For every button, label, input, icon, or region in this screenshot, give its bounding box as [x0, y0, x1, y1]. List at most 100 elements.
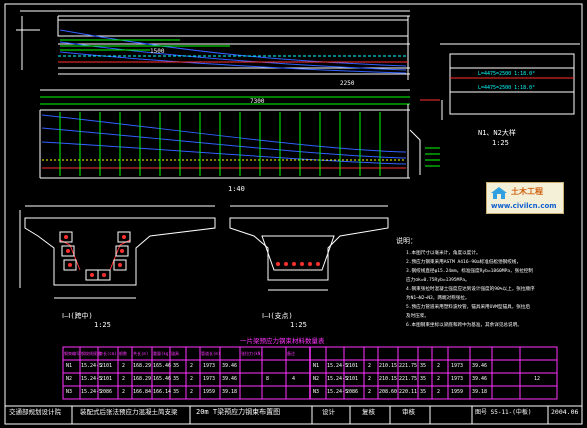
drawing-date: 2004.06: [551, 408, 579, 416]
watermark-url: www.civilcn.com: [491, 202, 557, 210]
table-cell: 2: [190, 363, 194, 369]
tendon-profile: [39, 104, 410, 179]
table-cell: 166.14: [153, 389, 172, 395]
table-cell: 35: [420, 376, 427, 382]
note-line: 为N1→N2→N3，两端对称张拉。: [406, 296, 470, 301]
table-header: 锚具: [171, 351, 179, 356]
table-cell: 2101: [100, 363, 113, 369]
table-cell: 2: [122, 363, 126, 369]
company-name: 交通部规划设计院: [9, 408, 61, 416]
section-midspan: [19, 205, 216, 299]
notes-heading: 说明：: [396, 237, 417, 245]
table-cell: 39.18: [472, 389, 488, 395]
check-label: 复核: [362, 408, 375, 416]
table-cell: 2101: [346, 363, 359, 369]
note-line: 1.本图尺寸以毫米计，角度以度计。: [406, 251, 481, 256]
anchor-detail: [409, 43, 580, 175]
detail-note-1: L=4475=2500 1:18.0°: [478, 71, 536, 77]
table-header: 钢绞线规格: [81, 351, 101, 356]
note-line: 4.钢束张拉时混凝土强度应达到设计强度的90%以上，张拉顺序: [406, 287, 535, 292]
table-cell: 210.15: [379, 363, 398, 369]
project-name: 装配式后张法预应力混凝土简支梁: [80, 408, 178, 416]
table-cell: 166.84: [133, 389, 152, 395]
table-cell: 15.24-5: [327, 376, 349, 382]
table-cell: 15.24-5: [327, 389, 349, 395]
section-b-scale: 1:25: [290, 321, 307, 329]
table-cell: 1973: [203, 376, 216, 382]
table-cell: N3: [313, 389, 320, 395]
drawing-number: 图号 S5-11-(中板): [475, 409, 532, 416]
table-cell: 39.46: [222, 363, 238, 369]
table-header: 管道长(m): [201, 351, 221, 356]
table-cell: 15.24-5: [81, 363, 103, 369]
detail-title: N1、N2大样: [478, 129, 516, 137]
section-support: [229, 205, 389, 291]
section-a-scale: 1:25: [94, 321, 111, 329]
note-line: 及时压浆。: [406, 314, 429, 319]
table-cell: 2086: [346, 389, 359, 395]
dim-right: 2250: [340, 80, 355, 87]
section-a-title: Ⅰ—Ⅰ(跨中): [62, 312, 93, 320]
table-cell: 2: [437, 376, 441, 382]
table-grid: [62, 346, 558, 400]
drawing-title: 20m T梁预应力钢束布置图: [196, 408, 281, 416]
table-cell: 165.46: [153, 376, 172, 382]
beam-elevation: [16, 10, 410, 105]
dim-top: 1500: [150, 48, 165, 55]
table-cell: 15.24-5: [81, 376, 103, 382]
table-cell: N2: [313, 376, 320, 382]
table-cell: 2: [190, 389, 194, 395]
table-cell: 208.60: [379, 389, 398, 395]
table-cell: 168.29: [133, 376, 152, 382]
table-cell: 35: [173, 376, 180, 382]
table-cell: 2101: [346, 376, 359, 382]
design-label: 设计: [322, 408, 335, 416]
table-cell: 221.75: [399, 363, 418, 369]
table-title: 一片梁预应力钢束材料数量表: [240, 337, 325, 345]
table-cell: 2: [368, 363, 372, 369]
detail-scale: 1:25: [492, 139, 509, 147]
table-cell: 2: [190, 376, 194, 382]
table-cell: N3: [66, 389, 73, 395]
table-header: 束长(cm): [99, 351, 117, 356]
note-line: 应力σk=0.75Ryb=1395MPa。: [406, 278, 470, 283]
table-cell: 15.24-5: [81, 389, 103, 395]
table-cell: 220.11: [399, 389, 418, 395]
table-total: 4: [292, 376, 296, 382]
table-cell: 2: [122, 389, 126, 395]
table-header: 张拉力(kN): [241, 351, 263, 356]
table-cell: 2: [368, 376, 372, 382]
table-cell: 39.46: [472, 376, 488, 382]
elevation-scale: 1:40: [228, 185, 245, 193]
table-cell: 35: [173, 363, 180, 369]
watermark-logo: 土木工程 www.civilcn.com: [486, 182, 564, 214]
note-line: 5.预应力管道采用塑料波纹管，锚具采用OVM型锚具，张拉后: [406, 305, 531, 310]
table-cell: 35: [173, 389, 180, 395]
table-cell: 2101: [100, 376, 113, 382]
table-cell: 168.29: [133, 363, 152, 369]
table-cell: 39.46: [472, 363, 488, 369]
table-total: 8: [266, 376, 270, 382]
table-cell: 15.24-5: [327, 363, 349, 369]
watermark-brand: 土木工程: [511, 187, 543, 196]
house-icon: [491, 187, 507, 199]
table-cell: 1973: [203, 363, 216, 369]
table-cell: N1: [313, 363, 320, 369]
table-cell: 1973: [451, 363, 464, 369]
table-cell: 2086: [100, 389, 113, 395]
table-cell: 2: [368, 389, 372, 395]
table-total: 12: [534, 376, 541, 382]
sheet-frame: [4, 3, 583, 425]
table-cell: 1959: [203, 389, 216, 395]
table-cell: 1959: [451, 389, 464, 395]
table-header: 钢束编号: [64, 351, 80, 356]
table-cell: N2: [66, 376, 73, 382]
table-cell: 2: [437, 363, 441, 369]
table-cell: 1973: [451, 376, 464, 382]
table-cell: 35: [420, 363, 427, 369]
table-cell: 210.15: [379, 376, 398, 382]
table-cell: 2: [437, 389, 441, 395]
table-header: 共长(m): [133, 351, 149, 356]
table-cell: N1: [66, 363, 73, 369]
table-cell: 221.75: [399, 376, 418, 382]
